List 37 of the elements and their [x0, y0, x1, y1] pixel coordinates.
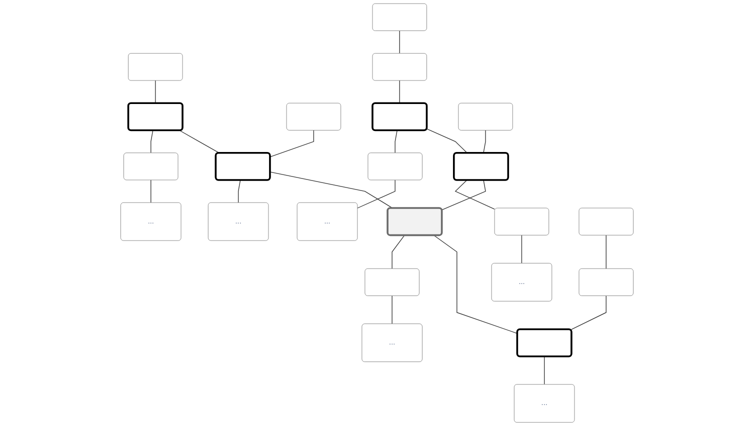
node-box: [578, 268, 634, 296]
connector: [155, 80, 156, 104]
node-box: [516, 328, 572, 358]
node-box: [128, 53, 183, 81]
connector: [399, 80, 400, 104]
node-box: [214, 152, 271, 181]
node-box: [494, 208, 550, 236]
node-box: [372, 3, 427, 31]
node-box: [286, 102, 342, 130]
connector: [454, 180, 495, 210]
node-box: [372, 53, 427, 81]
connector: [270, 172, 393, 208]
connector: [571, 295, 606, 330]
connector: [544, 356, 545, 385]
node-box: [458, 102, 513, 130]
node-box: [127, 102, 184, 132]
connector: [238, 180, 241, 203]
node-box: [452, 152, 510, 181]
connector: [150, 130, 154, 154]
connector: [150, 180, 152, 203]
connector: [521, 234, 522, 264]
connector: [394, 130, 398, 154]
node-box: [386, 207, 443, 236]
connector: [392, 234, 405, 269]
connector: [441, 180, 486, 210]
node-box: [124, 152, 178, 180]
connector: [178, 130, 220, 154]
connector: [357, 180, 396, 208]
connector: [270, 130, 314, 158]
connector: [433, 234, 518, 334]
node-box: [578, 208, 634, 236]
connector: [399, 30, 400, 54]
node-box: [372, 102, 428, 132]
node-box: [368, 152, 422, 180]
connector: [426, 128, 468, 154]
connector: [483, 130, 486, 154]
node-box: [364, 268, 420, 296]
